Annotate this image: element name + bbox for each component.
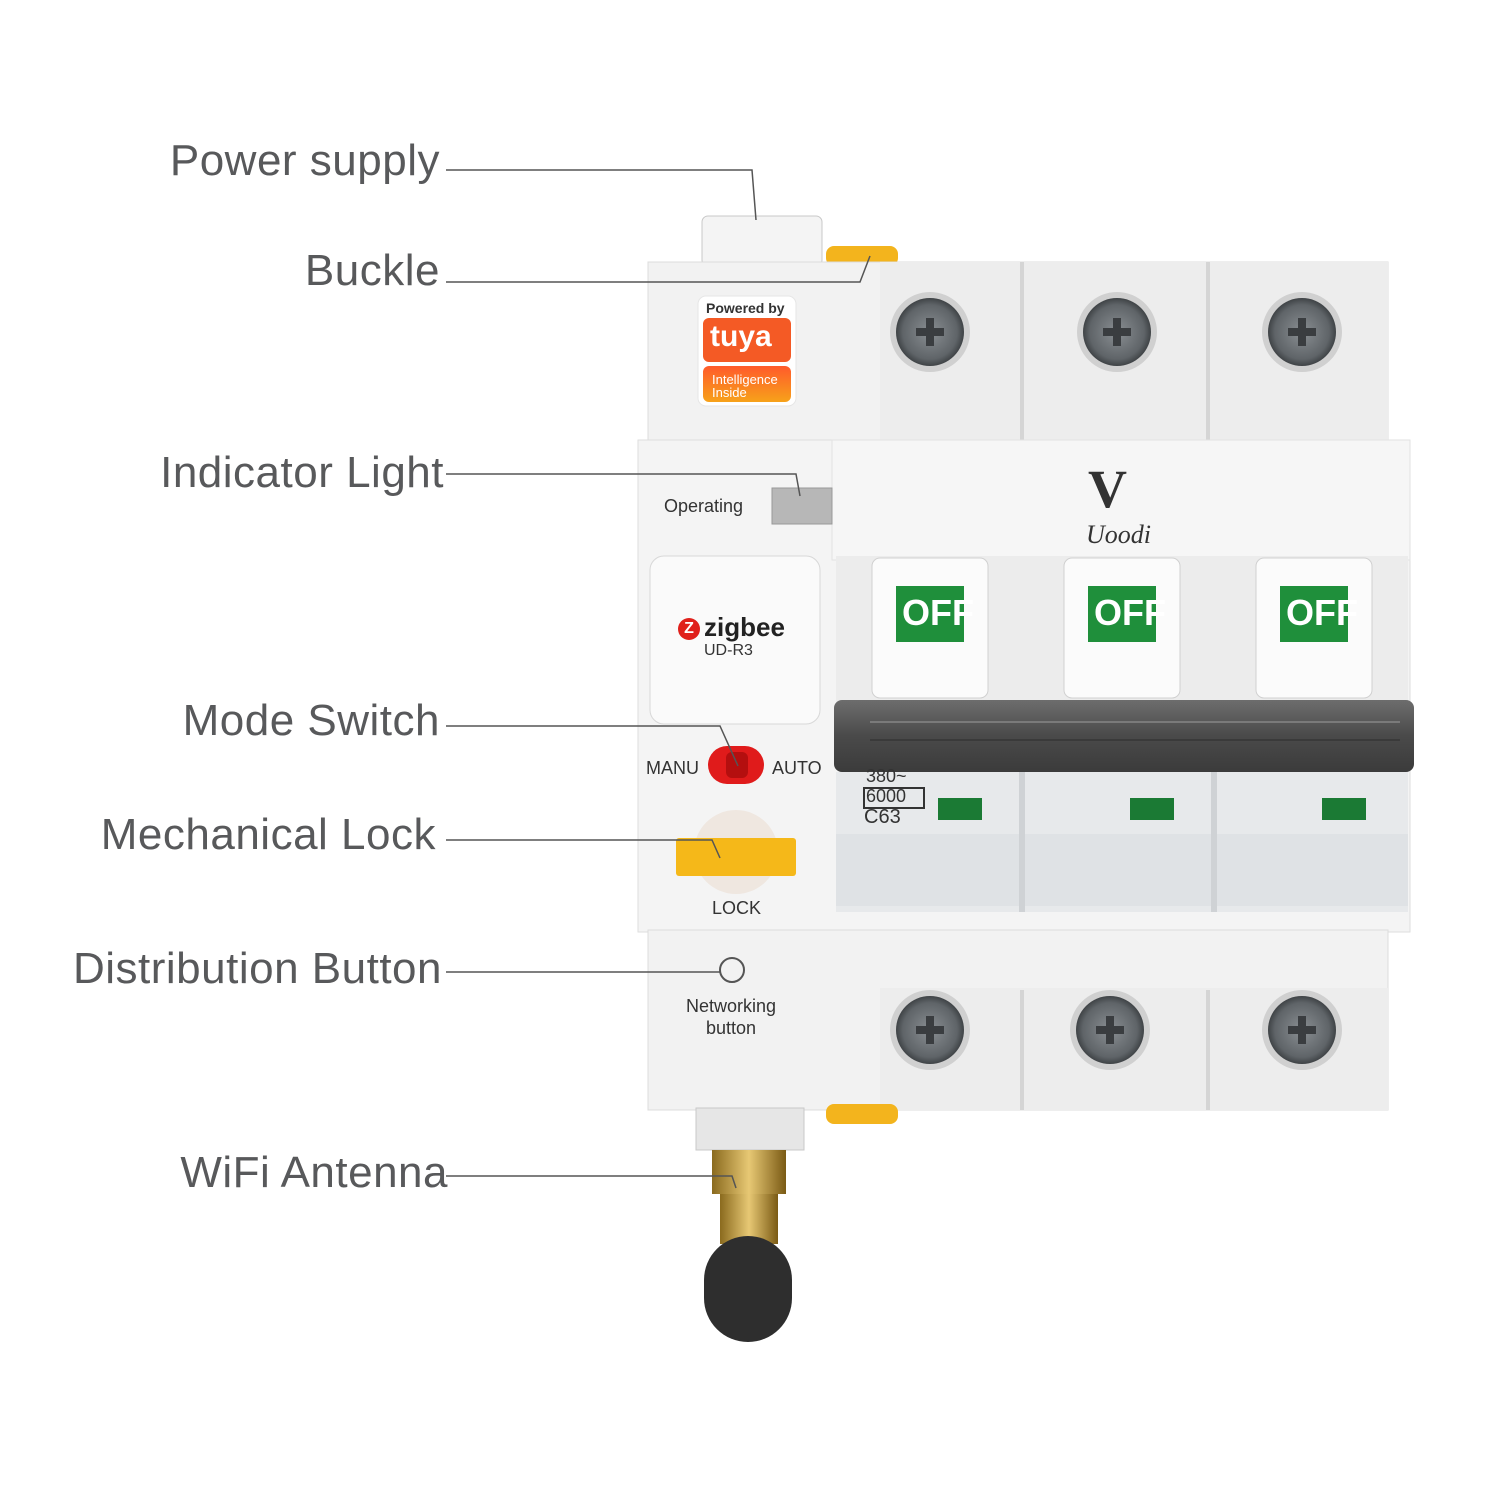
power-supply-connector <box>701 215 823 267</box>
leader-lines <box>446 169 871 1189</box>
pole-3-state: OFF <box>1286 592 1358 633</box>
badge-inside: Inside <box>712 385 747 400</box>
badge-powered-by: Powered by <box>706 300 785 316</box>
label-wifi-antenna: WiFi Antenna <box>180 1148 448 1197</box>
label-distribution-button: Distribution Button <box>72 944 442 993</box>
label-mechanical-lock: Mechanical Lock <box>100 810 436 859</box>
pole-1-state: OFF <box>902 592 974 633</box>
networking-label-1: Networking <box>686 996 777 1016</box>
antenna-connector <box>712 1150 786 1194</box>
label-indicator-light: Indicator Light <box>160 448 444 497</box>
label-mode-switch: Mode Switch <box>182 696 440 745</box>
mechanical-lock <box>676 838 796 876</box>
rating-curve: C63 <box>864 806 901 828</box>
badge-intelligence: Intelligence <box>712 372 778 387</box>
mode-manu-label: MANU <box>646 758 699 778</box>
operating-label: Operating <box>664 496 744 516</box>
badge-brand: tuya <box>710 320 772 353</box>
networking-label-2: button <box>706 1018 757 1038</box>
pole-2-state: OFF <box>1094 592 1166 633</box>
top-screws <box>890 292 1342 372</box>
zigbee-label: zigbee <box>704 612 785 642</box>
indicator-window <box>771 487 833 525</box>
bottom-buckle <box>826 1104 898 1124</box>
brand-logo-text: Uoodi <box>1086 520 1151 549</box>
label-power-supply: Power supply <box>169 136 440 185</box>
brand-logo: V <box>1088 459 1127 519</box>
handle-bar <box>834 700 1414 772</box>
zigbee-module <box>649 555 821 725</box>
rating-voltage: 380~ <box>866 766 907 786</box>
zigbee-icon: Z <box>678 618 700 640</box>
top-buckle <box>826 246 898 266</box>
model-label: UD-R3 <box>704 642 753 659</box>
networking-button <box>719 957 745 983</box>
pole-handles <box>836 556 1408 702</box>
mode-auto-label: AUTO <box>772 758 822 778</box>
label-buckle: Buckle <box>304 246 440 295</box>
bottom-screws <box>890 990 1342 1070</box>
wifi-antenna <box>704 1236 792 1342</box>
rating-breaking: 6000 <box>866 786 907 806</box>
lock-label: LOCK <box>712 898 762 918</box>
